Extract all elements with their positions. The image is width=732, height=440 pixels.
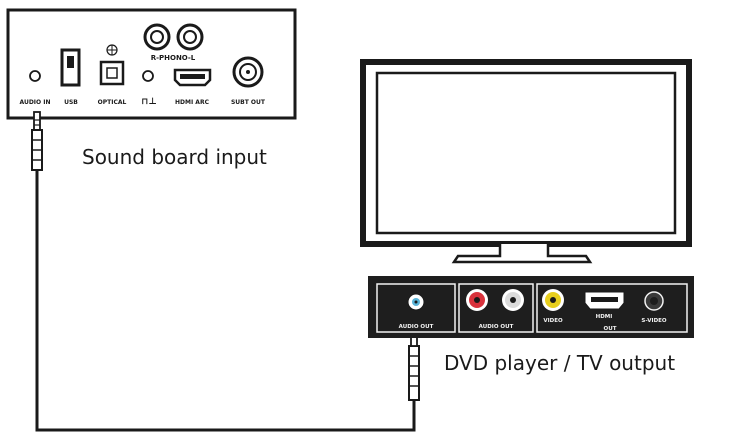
coax-jack-icon [142, 70, 154, 82]
optical-label: OPTICAL [98, 99, 127, 106]
top-audio-plug-icon [31, 111, 43, 171]
out-label: OUT [604, 326, 617, 332]
coax-label: ⊓⊥ [141, 97, 156, 107]
optical-symbol-icon [106, 44, 118, 56]
sound-board-panel: R-PHONO-L [6, 8, 297, 120]
usb-label: USB [64, 99, 78, 106]
dvd-player-panel: AUDIO OUT AUDIO OUT VIDEO HDMI OUT S-VID… [368, 276, 694, 338]
hdmi-label: HDMI [596, 314, 613, 320]
tv-icon [360, 59, 692, 264]
dvd-player-caption: DVD player / TV output [444, 351, 676, 375]
sub-out-jack-icon [232, 56, 264, 88]
audio-out-rca-label: AUDIO OUT [479, 324, 514, 330]
hdmi-arc-port-icon [173, 68, 212, 87]
hdmi-arc-label: HDMI ARC [175, 99, 210, 106]
s-video-jack-icon [644, 291, 664, 311]
video-label: VIDEO [543, 318, 563, 324]
hdmi-port-icon [584, 291, 625, 310]
sub-out-label: SUBT OUT [231, 99, 266, 106]
bottom-audio-plug-icon [408, 333, 420, 401]
phono-r-jack-icon [143, 23, 171, 51]
sound-board-caption: Sound board input [82, 145, 267, 169]
phono-label: R-PHONO-L [151, 54, 196, 62]
rca-yellow-jack-icon [542, 289, 564, 311]
audio-cable [35, 170, 416, 432]
s-video-label: S-VIDEO [641, 318, 666, 324]
optical-port-icon [99, 60, 125, 86]
audio-in-jack-icon [29, 70, 41, 82]
audio-in-label: AUDIO IN [20, 99, 51, 106]
usb-port-icon [60, 48, 81, 87]
phono-l-jack-icon [176, 23, 204, 51]
audio-out-label: AUDIO OUT [399, 324, 434, 330]
audio-out-jack-icon [407, 293, 425, 311]
rca-white-jack-icon [502, 289, 524, 311]
rca-red-jack-icon [466, 289, 488, 311]
